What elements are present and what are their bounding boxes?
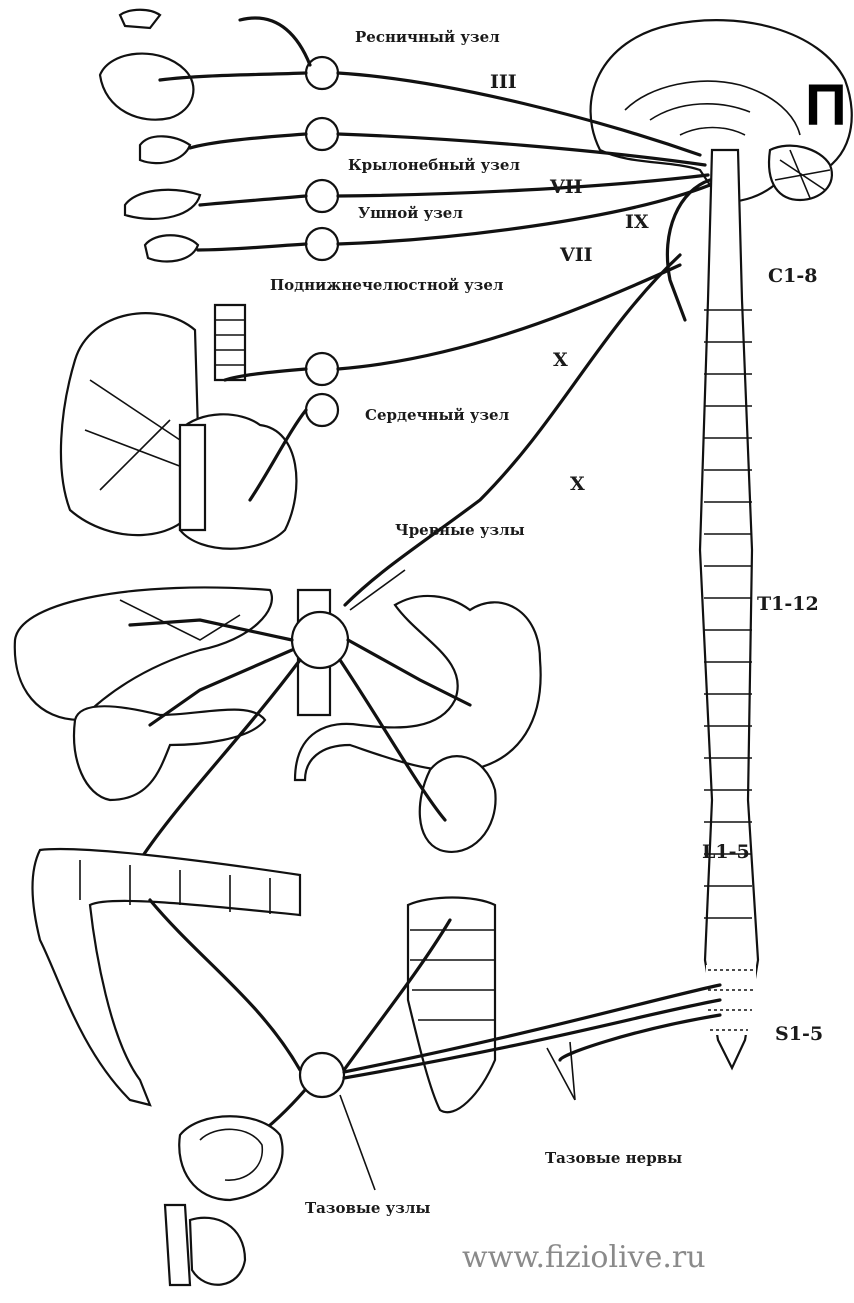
cardiac-ganglion — [306, 394, 338, 426]
genitalia — [165, 1205, 245, 1285]
otic-ganglion — [306, 180, 338, 212]
eye — [100, 10, 193, 120]
pulmonary-ganglion — [306, 353, 338, 385]
pterygopalatine-ganglion — [306, 118, 338, 150]
corner-letter: П — [805, 73, 847, 138]
pancreas-duodenum — [74, 706, 265, 800]
lacrimal-gland — [140, 136, 190, 163]
label-segment-cervical: C1-8 — [768, 265, 817, 287]
label-nerve-ix: IX — [625, 211, 649, 233]
pelvic-branch-colon — [150, 900, 300, 1070]
parotid-gland — [125, 190, 200, 219]
submandibular-ganglion — [306, 228, 338, 260]
pelvic-nerve-2 — [344, 1000, 720, 1078]
label-segment-sacral: S1-5 — [775, 1023, 823, 1045]
pelvic-nerve-1 — [344, 985, 720, 1072]
label-pelvic-nerves: Тазовые нервы — [545, 1149, 682, 1167]
vagus-root — [667, 180, 710, 320]
label-ciliary-ganglion: Ресничный узел — [355, 28, 500, 46]
nerve-ix-post — [200, 196, 306, 205]
pelvic-nerve-3 — [560, 1015, 720, 1060]
nerve-vii-lower-post — [198, 244, 306, 250]
nerve-vii-upper-post — [190, 134, 306, 148]
pelvic-ganglia-pointer — [340, 1095, 375, 1190]
trachea — [215, 305, 245, 380]
ciliary-ganglion — [306, 57, 338, 89]
label-nerve-x-lower: X — [570, 473, 585, 495]
label-cardiac-ganglion: Сердечный узел — [365, 406, 510, 424]
label-segment-thoracic: T1-12 — [757, 593, 819, 615]
label-pterygopalatine-ganglion: Крылонебный узел — [348, 156, 520, 174]
label-nerve-vii-upper: VII — [549, 176, 583, 198]
label-submandibular-ganglion: Поднижнечелюстной узел — [270, 276, 504, 294]
pelvic-nerves-pointer — [547, 1042, 575, 1100]
bladder — [179, 1116, 282, 1200]
label-nerve-x-upper: X — [553, 349, 568, 371]
label-otic-ganglion: Ушной узел — [358, 204, 463, 222]
nerve-ix — [338, 175, 708, 196]
liver — [15, 587, 272, 720]
watermark: www.fiziolive.ru — [462, 1240, 706, 1275]
label-nerve-vii-lower: VII — [559, 244, 593, 266]
heart — [180, 414, 296, 548]
label-segment-lumbar: L1-5 — [702, 841, 750, 863]
colon — [33, 849, 301, 1105]
submandibular-gland — [145, 235, 198, 261]
label-celiac-ganglia: Чревные узлы — [395, 521, 525, 539]
nerve-ciliary-loop — [240, 18, 310, 65]
spinal-cord — [700, 150, 758, 1068]
rectum-sigmoid — [408, 898, 495, 1113]
vagus-abdominal — [345, 255, 680, 605]
label-pelvic-ganglia: Тазовые узлы — [305, 1199, 430, 1217]
pelvic-ganglion — [300, 1053, 344, 1097]
label-nerve-iii: III — [490, 71, 517, 93]
